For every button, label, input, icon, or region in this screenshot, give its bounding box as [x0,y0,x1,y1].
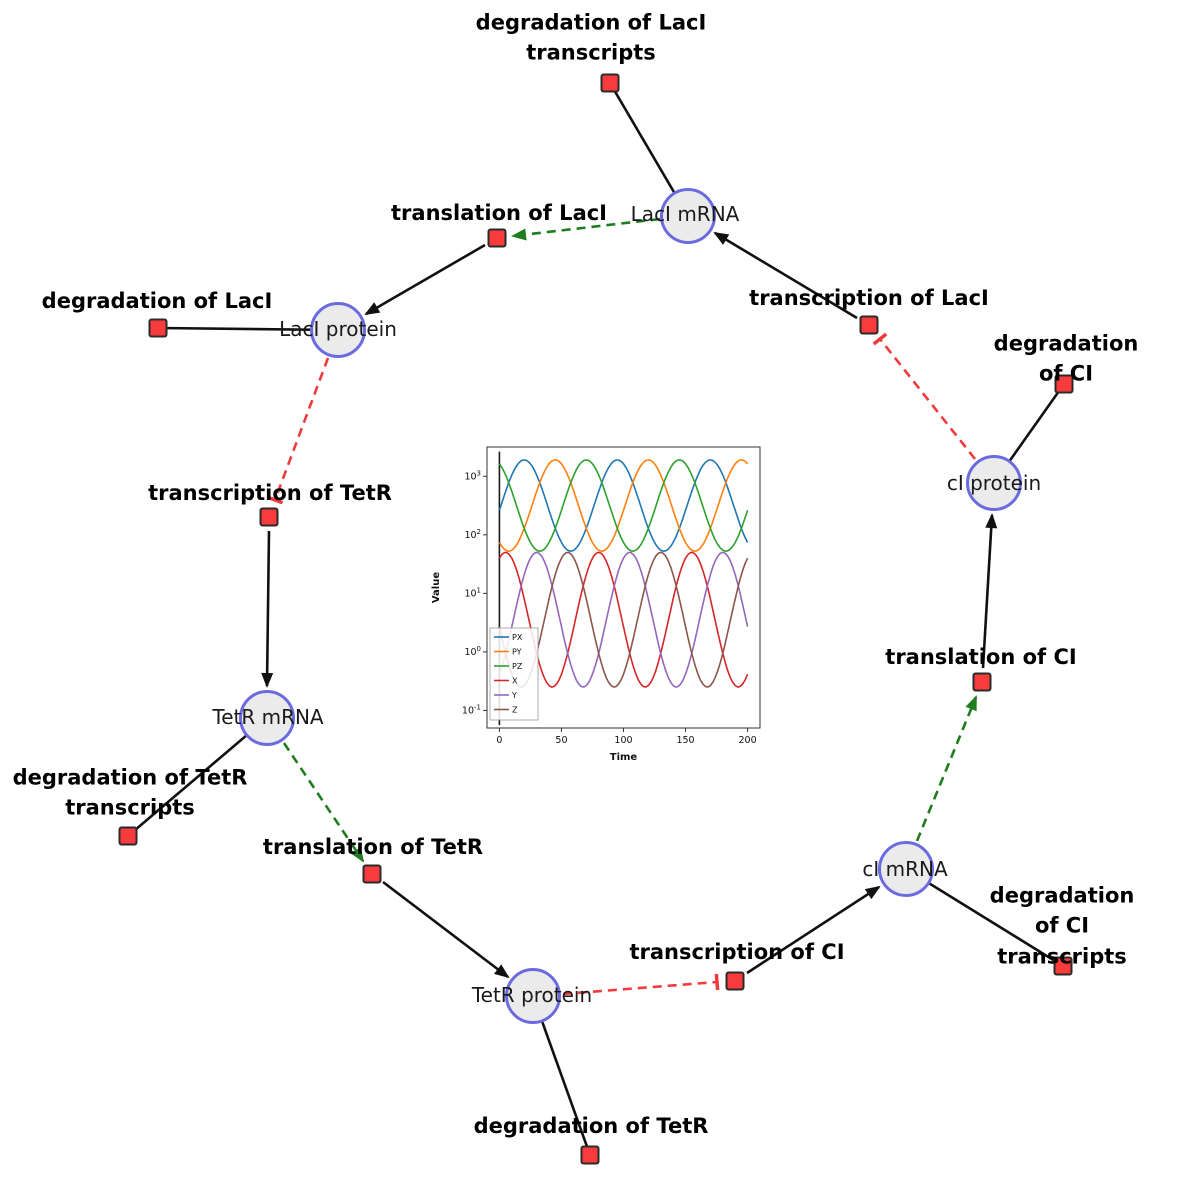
edge-ci-mrna-to-deg-ci-tx [905,867,1064,968]
series-line-PX [498,459,749,553]
reaction-node-txn-tetr [259,507,279,527]
reaction-label-deg-ci: degradation of CI [993,331,1139,386]
svg-text:101: 101 [464,586,481,599]
reaction-label-deg-tetr-tx: degradation of TetR transcripts [12,765,248,820]
species-node-tetr-mrna [239,690,295,746]
reaction-label-deg-laci: degradation of LacI [41,288,273,313]
edge-txn-tetr-to-tetr-mrna [261,530,274,688]
edge-transl-tetr-to-tetr-protein [382,880,510,979]
edge-transl-ci-to-ci-protein [981,513,998,669]
edge-txn-ci-to-ci-mrna [746,885,881,975]
reaction-label-txn-tetr: transcription of TetR [148,480,392,505]
legend-label-PZ: PZ [512,662,523,671]
reaction-node-deg-tetr [580,1145,600,1165]
series-line-PZ [498,459,749,553]
legend-label-PX: PX [512,633,523,642]
species-label-ci-protein: cI protein [946,471,1042,495]
edge-laci-protein-inhibits-txn-tetr [266,357,330,505]
species-label-laci-mrna: LacI mRNA [630,202,740,226]
svg-text:150: 150 [676,735,694,746]
series-line-PY [498,459,749,553]
svg-text:100: 100 [614,735,632,746]
reaction-node-deg-ci [1054,374,1074,394]
reaction-node-deg-laci-tx [600,73,620,93]
reaction-node-txn-laci [859,315,879,335]
species-node-ci-protein [966,455,1022,511]
edge-tetr-protein-inhibits-txn-ci [562,973,720,996]
species-label-laci-protein: LacI protein [279,317,397,341]
y-axis-title: Value [431,572,442,603]
reaction-node-deg-tetr-tx [118,826,138,846]
species-node-ci-mrna [878,841,934,897]
svg-text:10-1: 10-1 [462,703,481,716]
species-node-laci-mrna [660,188,716,244]
series-line-X [498,551,749,688]
reaction-node-deg-laci [148,318,168,338]
reaction-label-transl-tetr: translation of TetR [262,834,484,859]
reaction-node-txn-ci [725,971,745,991]
legend-label-Y: Y [511,691,517,700]
edge-ci-protein-inhibits-txn-laci [872,332,977,460]
chart-series [498,459,749,688]
reaction-node-transl-laci [487,228,507,248]
edge-laci-protein-to-deg-laci [157,326,339,332]
edge-transl-laci-to-laci-protein [364,243,486,316]
series-line-Y [498,551,749,688]
reaction-label-deg-ci-tx: degradation of CI transcripts [989,883,1135,969]
legend-label-Z: Z [512,705,518,714]
edge-tetr-protein-to-deg-tetr [531,995,592,1156]
reaction-label-transl-ci: translation of CI [885,644,1077,669]
edge-laci-mrna-to-transl-laci [511,217,661,241]
svg-text:200: 200 [739,735,757,746]
svg-text:103: 103 [464,469,481,482]
reaction-node-transl-ci [972,672,992,692]
svg-text:100: 100 [464,645,481,658]
series-line-Z [498,551,749,688]
reaction-label-deg-laci-tx: degradation of LacI transcripts [475,10,707,65]
svg-text:102: 102 [464,528,481,541]
edge-tetr-mrna-to-transl-tetr [282,742,365,863]
edge-ci-mrna-to-transl-ci [915,695,978,842]
species-label-tetr-protein: TetR protein [471,983,593,1007]
legend-label-PY: PY [512,647,522,656]
species-label-ci-mrna: cI mRNA [862,857,948,881]
svg-text:0: 0 [496,735,502,746]
species-label-tetr-mrna: TetR mRNA [212,705,324,729]
legend-label-X: X [512,676,518,685]
reaction-label-txn-ci: transcription of CI [629,939,845,964]
reaction-node-transl-tetr [362,864,382,884]
reaction-label-txn-laci: transcription of LacI [749,285,989,310]
species-node-laci-protein [310,302,366,358]
species-node-tetr-protein [505,968,561,1024]
x-axis-title: Time [610,752,638,763]
svg-text:50: 50 [555,735,567,746]
edge-txn-laci-to-laci-mrna [713,231,858,320]
reaction-node-deg-ci-tx [1053,956,1073,976]
edge-tetr-mrna-to-deg-tetr-tx [127,717,268,837]
reaction-label-transl-laci: translation of LacI [391,200,607,225]
reaction-label-deg-tetr: degradation of TetR [473,1113,709,1138]
chart-legend: PX PY PZ XYZ [489,627,539,721]
